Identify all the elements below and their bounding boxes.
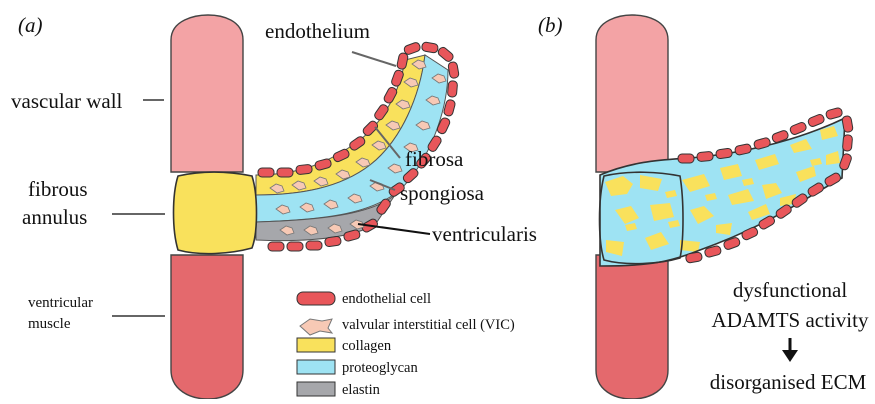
panel-label-a: (a)	[18, 13, 43, 37]
label-fibrosa: fibrosa	[405, 147, 464, 171]
label-muscle: muscle	[28, 316, 71, 332]
label-endothelium: endothelium	[265, 19, 370, 43]
legend-swatch-elastin	[297, 382, 335, 396]
legend-label-proteoglycan: proteoglycan	[342, 360, 418, 376]
vascular-wall-b	[596, 15, 668, 172]
label-ventricularis: ventricularis	[432, 222, 537, 246]
legend-swatch-collagen	[297, 338, 335, 352]
ventricular-muscle-a	[171, 255, 243, 399]
label-vascular-wall: vascular wall	[11, 89, 123, 113]
legend-label-collagen: collagen	[342, 338, 392, 354]
text-dysfunctional: dysfunctional	[733, 278, 847, 302]
fibrous-annulus-a	[174, 172, 257, 253]
panel-label-b: (b)	[538, 13, 563, 37]
label-spongiosa: spongiosa	[400, 181, 485, 205]
label-ventricular: ventricular	[28, 295, 93, 311]
text-disorganised-ecm: disorganised ECM	[710, 370, 867, 394]
down-arrow-icon	[782, 338, 798, 362]
ventricular-muscle-b	[596, 255, 668, 399]
label-fibrous: fibrous	[28, 177, 88, 201]
legend-label-vic: valvular interstitial cell (VIC)	[342, 317, 515, 333]
legend-label-endothelial-cell: endothelial cell	[342, 291, 431, 307]
label-annulus: annulus	[22, 205, 87, 229]
legend-swatch-vic	[300, 319, 332, 335]
legend-swatch-endothelial-cell	[297, 292, 335, 305]
text-adamts-activity: ADAMTS activity	[712, 308, 869, 332]
legend-swatch-proteoglycan	[297, 360, 335, 374]
vascular-wall-a	[171, 15, 243, 172]
legend: endothelial cell valvular interstitial c…	[297, 291, 515, 398]
legend-label-elastin: elastin	[342, 382, 381, 398]
